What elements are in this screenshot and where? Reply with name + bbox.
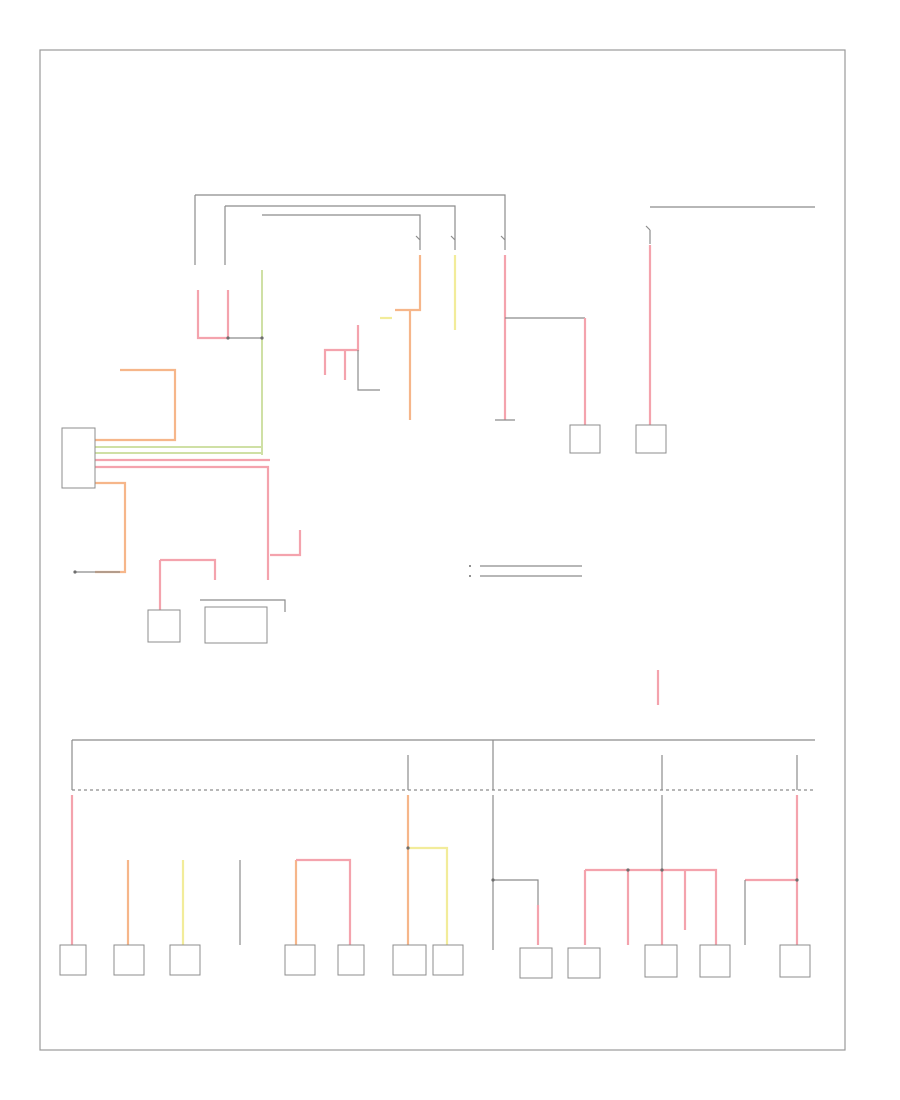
bottom-component-11 [699, 944, 731, 978]
bottom-components [59, 944, 811, 979]
relay-box [147, 609, 181, 643]
bottom-component-10 [644, 944, 678, 978]
module-c-box [635, 424, 667, 454]
top-circuit [61, 194, 667, 705]
control-module-box [204, 606, 268, 644]
bottom-circuit [70, 739, 815, 950]
bottom-component-3 [169, 944, 201, 976]
bottom-component-8 [519, 947, 553, 979]
ecm-box [61, 427, 96, 489]
bottom-component-6 [392, 944, 427, 976]
diagram-border [39, 49, 846, 1051]
module-b-box [569, 424, 601, 454]
bottom-component-7 [432, 944, 464, 976]
bottom-component-1 [59, 944, 87, 976]
bottom-component-5 [337, 944, 365, 976]
bottom-component-12 [779, 944, 811, 978]
bottom-component-2 [113, 944, 145, 976]
bottom-component-4 [284, 944, 316, 976]
fuse-icon [415, 225, 651, 250]
bottom-component-9 [567, 947, 601, 979]
